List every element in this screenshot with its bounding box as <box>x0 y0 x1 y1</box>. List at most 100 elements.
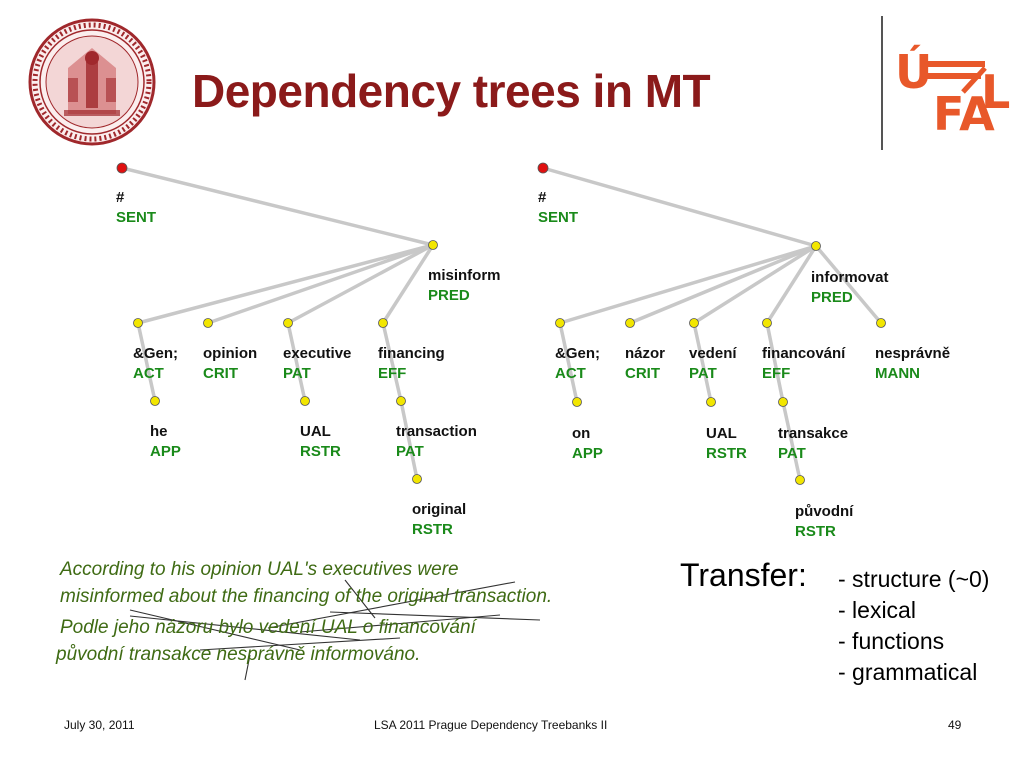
tree-cz-node-dot-puvodni <box>795 475 805 485</box>
node-functor: SENT <box>116 209 157 226</box>
node-lemma: he <box>150 423 168 440</box>
tree-cz-node-dot-financovani <box>762 318 772 328</box>
node-functor: APP <box>150 443 181 460</box>
node-functor: ACT <box>555 365 586 382</box>
tree-cz-edge-root-informovat <box>542 166 817 248</box>
tree-cz-edge-informovat-nazor <box>629 244 817 325</box>
node-functor: APP <box>572 445 603 462</box>
tree-en-edge-misinform-financing <box>381 244 435 324</box>
node-functor: SENT <box>538 209 579 226</box>
tree-cz-node-dot-vedeni <box>689 318 699 328</box>
tree-cz-node-nazor: názor CRIT <box>625 344 665 384</box>
tree-en-node-root: # SENT <box>116 188 156 228</box>
node-lemma: opinion <box>203 345 258 362</box>
node-functor: RSTR <box>706 445 747 462</box>
english-sentence-line-1: According to his opinion UAL's executive… <box>60 559 459 580</box>
node-functor: ACT <box>133 365 164 382</box>
tree-cz-node-dot-on <box>572 397 582 407</box>
tree-en-node-dot-transaction <box>396 396 406 406</box>
tree-en-edge-misinform-gen <box>137 243 434 325</box>
node-lemma: nesprávně <box>875 345 951 362</box>
node-functor: MANN <box>875 365 920 382</box>
node-functor: CRIT <box>203 365 238 382</box>
node-functor: RSTR <box>300 443 341 460</box>
transfer-item-lexical: - lexical <box>838 597 916 623</box>
tree-en-node-ual: UAL RSTR <box>300 422 341 462</box>
slide-title: Dependency trees in MT <box>192 65 711 117</box>
tree-en-node-dot-original <box>412 474 422 484</box>
node-functor: PRED <box>428 287 470 304</box>
tree-en-node-he: he APP <box>150 422 181 462</box>
tree-en-node-dot-executive <box>283 318 293 328</box>
node-functor: PAT <box>396 443 424 460</box>
tree-en-node-dot-gen <box>133 318 143 328</box>
node-lemma: on <box>572 425 591 442</box>
transfer-item-structure: - structure (~0) <box>838 566 990 592</box>
logo-divider <box>881 16 883 150</box>
node-lemma: původní <box>795 503 854 520</box>
node-lemma: transakce <box>778 425 849 442</box>
tree-cz-node-dot-root <box>537 162 549 174</box>
node-functor: RSTR <box>795 523 836 540</box>
example-sentences: According to his opinion UAL's executive… <box>56 556 670 686</box>
page-number: 49 <box>948 718 962 732</box>
tree-en-node-gen: &Gen; ACT <box>133 344 178 384</box>
node-lemma: názor <box>625 345 666 362</box>
node-lemma: financing <box>378 345 445 362</box>
tree-cz-node-transakce: transakce PAT <box>778 424 848 464</box>
node-lemma: &Gen; <box>555 345 600 362</box>
node-lemma: # <box>538 189 547 206</box>
tree-cz-edge-informovat-gen <box>559 244 817 325</box>
tree-en-node-dot-misinform <box>428 240 438 250</box>
tree-cz-node-nespravne: nesprávně MANN <box>875 344 950 384</box>
node-functor: RSTR <box>412 521 453 538</box>
czech-sentence-line-1: Podle jeho názoru bylo vedení UAL o fina… <box>60 617 476 638</box>
tree-cz-node-on: on APP <box>572 424 603 464</box>
footer-title: LSA 2011 Prague Dependency Treebanks II <box>374 718 608 732</box>
tree-cz-edge-informovat-vedeni <box>693 244 817 325</box>
footer-date: July 30, 2011 <box>64 718 135 732</box>
node-lemma: original <box>412 501 467 518</box>
ufal-logo-icon: Ú FA L <box>895 45 1010 140</box>
tree-en-node-dot-financing <box>378 318 388 328</box>
tree-cz-node-dot-ual <box>706 397 716 407</box>
node-lemma: informovat <box>811 269 889 286</box>
tree-cz-node-ual: UAL RSTR <box>706 424 747 464</box>
tree-cz-node-informovat: informovat PRED <box>811 268 889 308</box>
tree-en-node-financing: financing EFF <box>378 344 445 384</box>
node-lemma: executive <box>283 345 352 362</box>
transfer-item-grammatical: - grammatical <box>838 659 978 685</box>
charles-university-seal-icon <box>28 18 156 146</box>
tree-cz-node-vedeni: vedení PAT <box>689 344 737 384</box>
english-sentence-line-2: misinformed about the financing of the o… <box>60 586 553 607</box>
tree-en-node-dot-ual <box>300 396 310 406</box>
tree-en-node-misinform: misinform PRED <box>428 266 501 306</box>
tree-cz-node-puvodni: původní RSTR <box>795 502 853 542</box>
czech-sentence-line-2: původní transakce nesprávně informováno. <box>56 644 421 665</box>
node-lemma: misinform <box>428 267 501 284</box>
node-functor: PAT <box>283 365 311 382</box>
node-lemma: transaction <box>396 423 477 440</box>
node-functor: PAT <box>689 365 717 382</box>
node-lemma: # <box>116 189 125 206</box>
tree-cz-node-dot-transakce <box>778 397 788 407</box>
tree-en-edge-root-misinform <box>121 166 434 247</box>
node-functor: CRIT <box>625 365 660 382</box>
tree-cz-node-dot-informovat <box>811 241 821 251</box>
tree-cz-node-root: # SENT <box>538 188 578 228</box>
transfer-label: Transfer: <box>680 557 807 593</box>
tree-en-node-original: original RSTR <box>412 500 466 540</box>
node-functor: EFF <box>762 365 791 382</box>
tree-en-edge-misinform-executive <box>287 243 434 325</box>
node-lemma: vedení <box>689 345 737 362</box>
tree-cz-edge-informovat-financovani <box>765 245 818 324</box>
tree-en-node-executive: executive PAT <box>283 344 351 384</box>
transfer-item-functions: - functions <box>838 628 945 654</box>
node-functor: PRED <box>811 289 853 306</box>
tree-cz-node-financovani: financování EFF <box>762 344 845 384</box>
tree-en-node-dot-root <box>116 162 128 174</box>
tree-cz-node-dot-gen <box>555 318 565 328</box>
tree-en-node-opinion: opinion CRIT <box>203 344 257 384</box>
tree-en-node-transaction: transaction PAT <box>396 422 477 462</box>
node-functor: PAT <box>778 445 806 462</box>
